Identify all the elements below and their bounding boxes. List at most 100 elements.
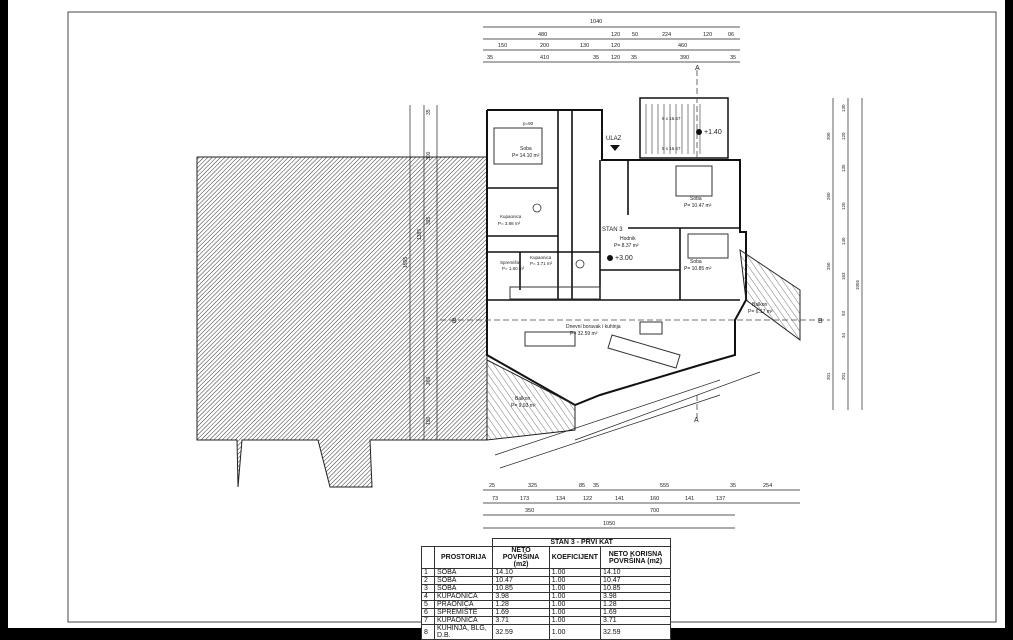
- table-cell: 1.28: [600, 600, 671, 609]
- table-cell: 3.98: [600, 592, 671, 601]
- area-table-header-coef: KOEFICIJENT: [548, 546, 602, 569]
- table-row: 8 KUHINJA, BLG, D.B. 32.59 1.00 32.59: [421, 624, 671, 640]
- dim-bottom-1a: 25: [489, 483, 495, 489]
- dim-left-1: 35: [426, 109, 432, 115]
- dim-right-5: 260: [826, 192, 831, 200]
- room-balkon1-area: P= 6.17 m²: [748, 309, 773, 315]
- area-table-header-usable: NETO KORISNA POVRŠINA (m2): [600, 546, 671, 569]
- bed-2: [675, 165, 713, 197]
- table-cell: SOBA: [433, 568, 494, 577]
- table-row: 3 SOBA 10.85 1.00 10.85: [421, 584, 671, 593]
- table-cell: 32.59: [492, 624, 550, 640]
- room-soba1-area: P= 14.10 m²: [512, 153, 540, 159]
- dim-top-1: 1040: [590, 19, 602, 25]
- table-cell: 1.00: [548, 584, 602, 593]
- dim-bottom-2g: 141: [685, 496, 694, 502]
- table-cell: KUHINJA, BLG, D.B.: [433, 624, 494, 640]
- dim-left-3: 325: [426, 216, 432, 225]
- room-soba1-name: Soba: [520, 146, 532, 152]
- dim-top-3b: 200: [540, 43, 549, 49]
- level-marker-icon: [696, 129, 702, 135]
- dining-table: [524, 331, 576, 347]
- level-marker-2-icon: [607, 255, 613, 261]
- table-cell: 1.00: [548, 616, 602, 625]
- dim-top-2b: 120: [611, 32, 620, 38]
- dim-right-14: 201: [841, 372, 846, 380]
- neighbour-building-hatch: [196, 156, 488, 488]
- dim-top-4g: 35: [730, 55, 736, 61]
- dim-top-2d: 224: [662, 32, 671, 38]
- table-cell: 1.00: [548, 624, 602, 640]
- area-table-header-net: NETO POVRŠINA (m2): [492, 546, 550, 569]
- table-cell: 3.98: [492, 592, 550, 601]
- table-cell: 1: [421, 568, 435, 577]
- room-kup2-area: P= 3.71 m²: [530, 261, 553, 266]
- table-row: 1 SOBA 14.10 1.00 14.10: [421, 568, 671, 577]
- room-kup1-area: P= 3.98 m²: [498, 221, 521, 226]
- dim-lines-bottom: [483, 489, 800, 529]
- door-p90: p=90: [523, 121, 534, 126]
- dim-bottom-2f: 160: [650, 496, 659, 502]
- room-hodnik-area: P= 8.37 m²: [614, 243, 639, 249]
- table-cell: 8: [421, 624, 435, 640]
- dim-right-1: 130: [841, 104, 846, 112]
- dim-bottom-1e: 555: [660, 483, 669, 489]
- dim-bottom-2b: 173: [520, 496, 529, 502]
- table-cell: KUPAONICA: [433, 616, 494, 625]
- dim-top-3a: 150: [498, 43, 507, 49]
- room-balkon1-name: Balkon: [752, 302, 768, 308]
- table-row: 4 KUPAONICA 3.98 1.00 3.98: [421, 592, 671, 601]
- room-kup2-name: Kupaonica: [530, 255, 552, 260]
- dim-right-6: 120: [841, 202, 846, 210]
- table-cell: 3.71: [600, 616, 671, 625]
- area-table-title-row: STAN 3 - PRVI KAT: [422, 538, 671, 547]
- dim-lines-left: [409, 105, 438, 440]
- dim-left-6: 260: [426, 376, 432, 385]
- dim-bottom-2a: 73: [492, 496, 498, 502]
- dim-bottom-2c: 134: [556, 496, 565, 502]
- dim-top-4b: 410: [540, 55, 549, 61]
- bed-3: [687, 233, 729, 259]
- level-mark-2: +3.00: [615, 255, 633, 262]
- room-kup1-name: Kupaonica: [500, 214, 522, 219]
- dim-right-3: 120: [841, 132, 846, 140]
- table-cell: KUPAONICA: [433, 592, 494, 601]
- dim-right-4: 135: [841, 164, 846, 172]
- dim-lines-top: [483, 26, 740, 63]
- dim-left-5: 1555: [403, 257, 409, 268]
- dim-left-2: 300: [426, 151, 432, 160]
- dim-top-2f: 06: [728, 32, 734, 38]
- room-soba3-name: Soba: [690, 259, 702, 265]
- table-cell: 1.00: [548, 568, 602, 577]
- area-table: STAN 3 - PRVI KAT PROSTORIJA NETO POVRŠI…: [421, 538, 671, 640]
- dim-top-2c: 50: [632, 32, 638, 38]
- table-cell: 3: [421, 584, 435, 593]
- dim-left-7: 190: [426, 416, 432, 425]
- dim-top-3e: 460: [678, 43, 687, 49]
- apartment-outline: [486, 109, 747, 407]
- dim-bottom-1b: 325: [528, 483, 537, 489]
- stair-block: [639, 97, 729, 159]
- room-balkon2-area: P= 9.93 m²: [511, 403, 536, 409]
- dim-top-2a: 480: [538, 32, 547, 38]
- room-balkon2-name: Balkon: [515, 396, 531, 402]
- coffee-table: [639, 321, 663, 335]
- dim-bottom-2e: 141: [615, 496, 624, 502]
- section-mark-b-left: B: [452, 318, 457, 325]
- dim-top-4d: 120: [611, 55, 620, 61]
- drawing-sheet: [8, 0, 1005, 628]
- dim-bottom-1g: 254: [763, 483, 772, 489]
- table-cell: 1.00: [548, 600, 602, 609]
- dim-top-4e: 35: [631, 55, 637, 61]
- dim-bottom-2h: 137: [716, 496, 725, 502]
- entrance-label: ULAZ: [606, 136, 622, 142]
- table-cell: 1.69: [492, 608, 550, 617]
- dim-bottom-3b: 700: [650, 508, 659, 514]
- room-sprem-area: P= 1.60 m²: [502, 266, 525, 271]
- level-mark-1: +1.40: [704, 129, 722, 136]
- table-cell: 1.00: [548, 592, 602, 601]
- table-cell: 1.00: [548, 608, 602, 617]
- table-cell: 1.69: [600, 608, 671, 617]
- toilet-2: [575, 259, 585, 269]
- table-cell: 4: [421, 592, 435, 601]
